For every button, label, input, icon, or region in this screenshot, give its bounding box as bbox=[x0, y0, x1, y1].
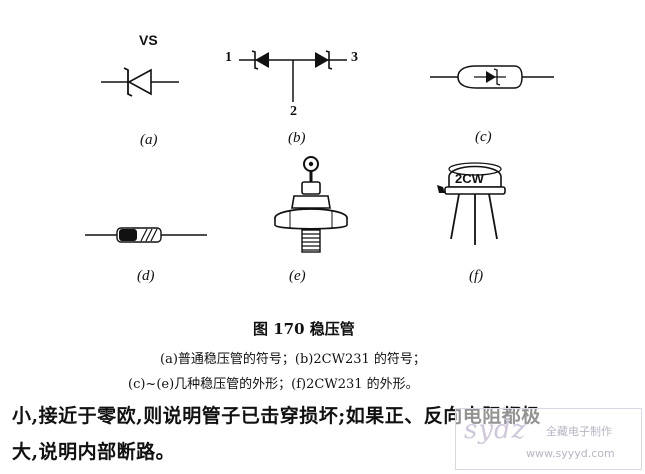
figure-e: (e) bbox=[268, 150, 378, 290]
figure-c: (c) bbox=[430, 55, 560, 150]
figure-e-label: (e) bbox=[289, 268, 306, 284]
watermark-logo: sydz bbox=[464, 415, 527, 445]
axial-zener-outline-icon bbox=[85, 227, 207, 243]
vs-label: VS bbox=[139, 32, 158, 48]
glass-zener-outline-icon bbox=[430, 65, 554, 89]
body-text-line-2: 大,说明内部断路。 bbox=[12, 441, 176, 463]
body-text-line-1: 小,接近于零欧,则说明管子已击穿损坏;如果正、反向电阻都极 bbox=[12, 405, 541, 427]
stud-mount-zener-outline-icon bbox=[274, 156, 348, 253]
watermark: sydz 全藏电子制作 www.syyyd.com bbox=[455, 408, 642, 470]
figure-caption-title: 图 170 稳压管 bbox=[253, 320, 355, 338]
figure-caption-line-1: (a)普通稳压管的符号；(b)2CW231 的符号； bbox=[160, 352, 426, 367]
watermark-line-2: www.syyyd.com bbox=[526, 447, 615, 460]
zener-symbol-icon bbox=[101, 67, 179, 97]
figure-b-label: (b) bbox=[288, 130, 306, 146]
figure-f: 2CW (f) bbox=[435, 155, 525, 290]
pin-2-label: 2 bbox=[290, 104, 297, 119]
figure-d: (d) bbox=[85, 215, 215, 290]
figure-a-label: (a) bbox=[140, 132, 158, 148]
figure-c-label: (c) bbox=[475, 129, 492, 145]
watermark-line-1: 全藏电子制作 bbox=[546, 425, 612, 438]
metal-can-zener-outline-icon bbox=[437, 162, 506, 245]
figure-d-label: (d) bbox=[137, 268, 155, 284]
figure-caption-line-2: (c)~(e)几种稳压管的外形；(f)2CW231 的外形。 bbox=[128, 377, 419, 392]
dual-zener-symbol-icon bbox=[239, 50, 347, 102]
figure-a: VS (a) bbox=[95, 30, 185, 150]
pin-3-label: 3 bbox=[351, 50, 358, 65]
pin-1-label: 1 bbox=[225, 50, 232, 65]
figure-f-label: (f) bbox=[469, 268, 484, 284]
figure-b: 1 3 2 (b) bbox=[225, 40, 370, 150]
can-marking: 2CW bbox=[455, 171, 484, 186]
